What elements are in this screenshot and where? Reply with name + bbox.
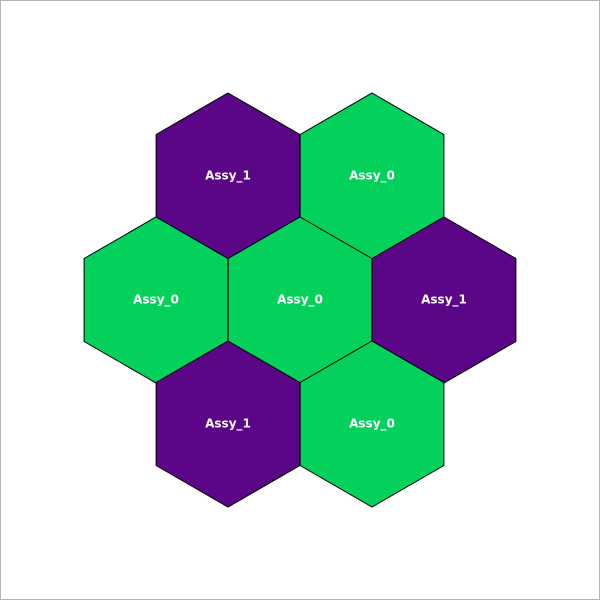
hex-label: Assy_0 xyxy=(349,417,395,432)
hex-label: Assy_1 xyxy=(421,293,467,308)
hex-cell-assy-0: Assy_0 xyxy=(83,216,229,384)
hex-label: Assy_0 xyxy=(277,293,323,308)
hex-cell-assy-1: Assy_1 xyxy=(371,216,517,384)
hex-label: Assy_1 xyxy=(205,417,251,432)
hex-label: Assy_0 xyxy=(133,293,179,308)
hex-label: Assy_0 xyxy=(349,169,395,184)
hex-shape xyxy=(299,340,445,508)
hex-cell-assy-1: Assy_1 xyxy=(155,340,301,508)
hex-cell-assy-0: Assy_0 xyxy=(299,340,445,508)
hex-label: Assy_1 xyxy=(205,169,251,184)
